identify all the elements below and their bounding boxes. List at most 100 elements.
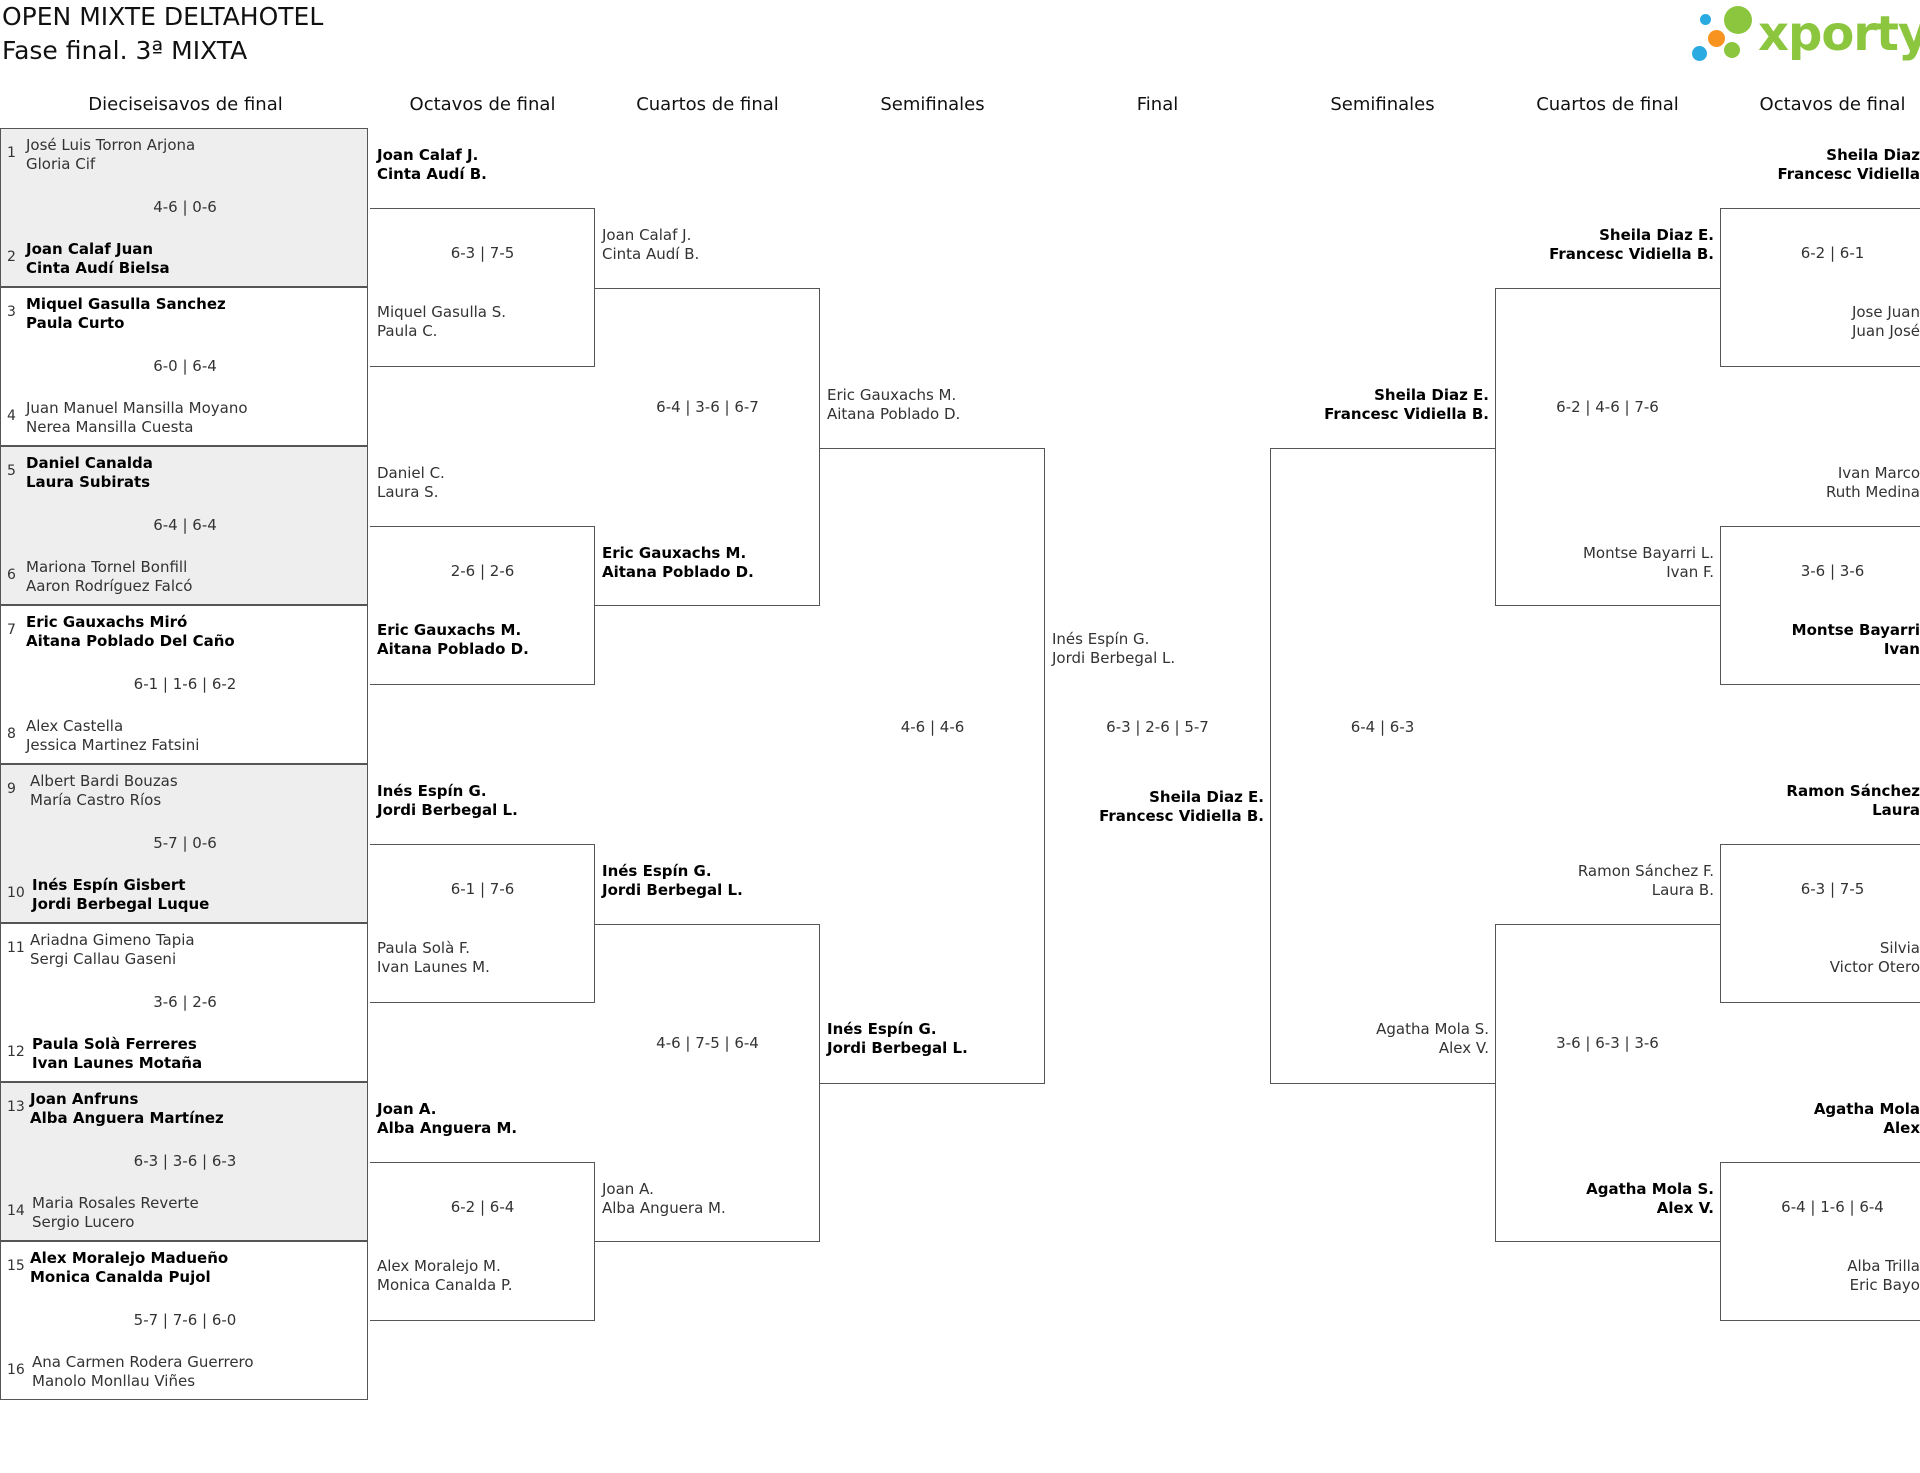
team-name: Ramon Sánchez F.Laura B. (1577, 862, 1714, 899)
team-name: Inés Espín G.Jordi Berbegal L. (602, 862, 743, 899)
bracket-connector (1720, 844, 1920, 1003)
bracket-connector (1720, 526, 1920, 685)
match-score: 6-2 | 6-1 (1800, 244, 1865, 262)
match-score: 6-1 | 7-6 (450, 880, 515, 898)
match-score: 6-1 | 1-6 | 6-2 (133, 675, 237, 693)
match-score: 6-4 | 3-6 | 6-7 (656, 398, 759, 416)
match-score: 6-2 | 6-4 (450, 1198, 515, 1216)
seed-number: 10 (7, 885, 25, 901)
match-score: 5-7 | 7-6 | 6-0 (133, 1311, 237, 1329)
seed-number: 11 (7, 940, 25, 956)
seed-number: 12 (7, 1044, 25, 1060)
tournament-subtitle: Fase final. 3ª MIXTA (2, 36, 248, 65)
r16-match-box (0, 446, 368, 605)
logo-dot-icon (1724, 42, 1740, 58)
seed-number: 13 (7, 1099, 25, 1115)
logo-dot-icon (1708, 30, 1725, 47)
bracket-connector (1495, 924, 1720, 1242)
team-name: Eric Gauxachs M.Aitana Poblado D. (377, 621, 529, 658)
round-header-sf: Semifinales (880, 94, 985, 115)
r16-match-box (0, 1241, 368, 1400)
seed-number: 2 (7, 249, 16, 265)
match-score: 6-4 | 6-4 (153, 516, 217, 534)
round-header-r8-right: Octavos de final (1759, 94, 1906, 115)
team-name: Joan A.Alba Anguera M. (377, 1100, 518, 1137)
seed-number: 9 (7, 781, 16, 797)
team-name: Montse Bayarri L.Ivan F. (1582, 544, 1714, 581)
match-score: 4-6 | 0-6 (153, 198, 217, 216)
bracket-connector (370, 526, 595, 685)
bracket-connector (595, 288, 820, 606)
seed-number: 5 (7, 463, 16, 479)
bracket-connector (820, 448, 1045, 1084)
round-header-r16: Dieciseisavos de final (88, 94, 283, 115)
bracket-connector (1270, 448, 1495, 1084)
team-name: Eric Gauxachs M.Aitana Poblado D. (602, 544, 754, 581)
team-name: Agatha Mola S.Alex V. (1586, 1180, 1714, 1217)
match-score: 6-3 | 3-6 | 6-3 (133, 1152, 237, 1170)
match-score: 5-7 | 0-6 (153, 834, 217, 852)
match-score: 6-3 | 7-5 (1800, 880, 1865, 898)
team-name: Joan A.Alba Anguera M. (602, 1180, 726, 1217)
seed-number: 8 (7, 726, 16, 742)
bracket-connector (1720, 1162, 1920, 1321)
team-name: Inés Espín G.Jordi Berbegal L. (377, 782, 518, 819)
match-score: 6-3 | 2-6 | 5-7 (1106, 718, 1209, 736)
team-name: Daniel C.Laura S. (377, 464, 445, 501)
r16-match-box (0, 764, 368, 923)
r16-match-box (0, 287, 368, 446)
match-score: 6-4 | 1-6 | 6-4 (1781, 1198, 1884, 1216)
match-score: 3-6 | 6-3 | 3-6 (1556, 1034, 1659, 1052)
r16-match-box (0, 923, 368, 1082)
bracket-connector (370, 1162, 595, 1321)
team-name: Sheila Diaz E.Francesc Vidiella B. (1549, 226, 1714, 263)
seed-number: 6 (7, 567, 16, 583)
team-name: Eric Gauxachs M.Aitana Poblado D. (827, 386, 961, 423)
team-name: Inés Espín G.Jordi Berbegal L. (827, 1020, 968, 1057)
match-score: 3-6 | 2-6 (153, 993, 217, 1011)
team-name: Sheila Diaz E.Francesc Vidiella B. (1099, 788, 1264, 825)
seed-number: 16 (7, 1362, 25, 1378)
r16-match-box (0, 128, 368, 287)
match-score: 6-4 | 6-3 (1350, 718, 1415, 736)
team-name: Alex Moralejo M.Monica Canalda P. (377, 1257, 513, 1294)
match-score: 4-6 | 4-6 (900, 718, 965, 736)
logo-dot-icon (1700, 14, 1711, 25)
bracket-connector (370, 208, 595, 367)
bracket-connector (1720, 208, 1920, 367)
match-score: 6-2 | 4-6 | 7-6 (1556, 398, 1659, 416)
tournament-title: OPEN MIXTE DELTAHOTEL (2, 2, 324, 31)
team-name: Inés Espín G.Jordi Berbegal L. (1052, 630, 1176, 667)
team-name: Paula Solà F.Ivan Launes M. (377, 939, 490, 976)
match-score: 6-0 | 6-4 (153, 357, 217, 375)
round-header-qf: Cuartos de final (636, 94, 779, 115)
round-header-qf-right: Cuartos de final (1536, 94, 1679, 115)
r16-match-box (0, 1082, 368, 1241)
team-name: Miquel Gasulla S.Paula C. (377, 303, 507, 340)
seed-number: 4 (7, 408, 16, 424)
bracket-connector (1495, 288, 1720, 606)
xporty-logo: xporty (1688, 2, 1920, 70)
seed-number: 14 (7, 1203, 25, 1219)
seed-number: 15 (7, 1258, 25, 1274)
round-header-r8: Octavos de final (409, 94, 556, 115)
